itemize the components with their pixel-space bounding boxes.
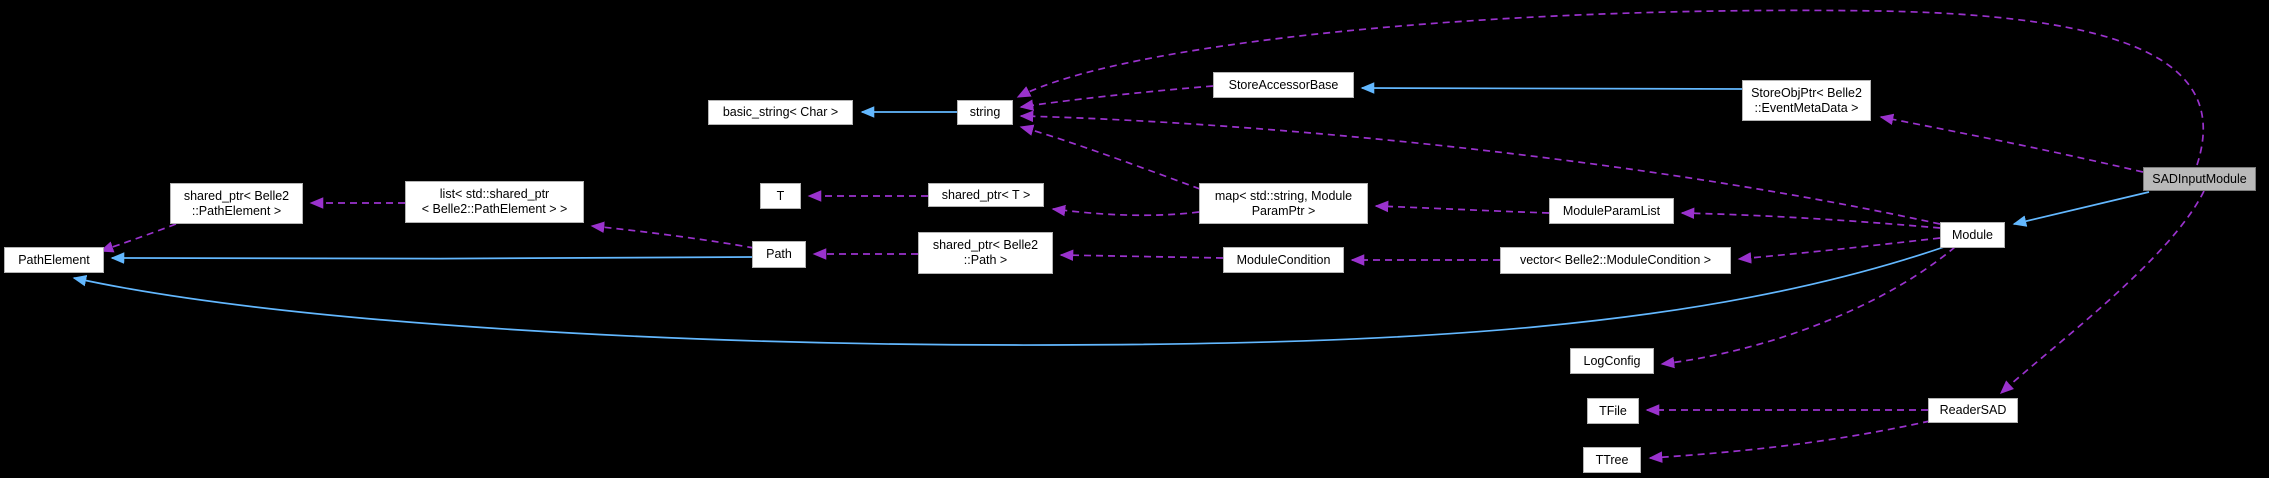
edge-sadinputmodule-storeobjptr <box>1879 113 2144 173</box>
node-string[interactable]: string <box>957 100 1013 125</box>
node-vector-modulecondition[interactable]: vector< Belle2::ModuleCondition > <box>1500 247 1731 274</box>
node-map-moduleparamptr[interactable]: map< std::string, Module ParamPtr > <box>1199 183 1368 224</box>
node-tfile[interactable]: TFile <box>1587 398 1639 424</box>
edge-sadinputmodule-string-arc <box>1016 9 2205 166</box>
node-pathelement[interactable]: PathElement <box>4 247 104 273</box>
edge-sharedptr_pathelement-pathelement <box>99 223 177 253</box>
node-basic-string[interactable]: basic_string< Char > <box>708 100 853 125</box>
edge-module-moduleparamlist <box>1680 207 1941 229</box>
node-sadinputmodule: SADInputModule <box>2143 167 2256 191</box>
node-sharedptr-t[interactable]: shared_ptr< T > <box>928 183 1044 207</box>
edge-storeaccessorbase-string <box>1019 85 1214 111</box>
edge-moduleparamlist-map_params <box>1374 200 1550 214</box>
node-ttree[interactable]: TTree <box>1583 447 1641 473</box>
node-sharedptr-pathelement[interactable]: shared_ptr< Belle2 ::PathElement > <box>170 183 303 224</box>
edge-path-pathelement <box>110 252 753 264</box>
node-storeaccessorbase[interactable]: StoreAccessorBase <box>1213 72 1354 98</box>
edge-sadinputmodule-module <box>2012 191 2150 227</box>
edge-sadinputmodule-readersad <box>1999 190 2205 394</box>
edge-module-vector <box>1737 237 1941 264</box>
edge-module-logconfig <box>1660 246 1956 369</box>
edge-modulecondition-sharedptr_path <box>1059 249 1224 262</box>
edge-readersad-ttree <box>1648 420 1931 463</box>
node-path[interactable]: Path <box>752 241 806 268</box>
edge-path-list_sharedptr <box>590 221 755 249</box>
node-logconfig[interactable]: LogConfig <box>1570 348 1654 374</box>
node-module[interactable]: Module <box>1940 222 2005 248</box>
edge-storeobjptr-storeaccessorbase <box>1360 82 1743 94</box>
node-list-sharedptr-pathelement[interactable]: list< std::shared_ptr < Belle2::PathElem… <box>405 181 584 223</box>
node-readersad[interactable]: ReaderSAD <box>1928 398 2018 423</box>
node-storeobjptr-eventmetadata[interactable]: StoreObjPtr< Belle2 ::EventMetaData > <box>1742 80 1871 121</box>
edge-map_params-sharedptr_t <box>1051 204 1200 217</box>
node-t[interactable]: T <box>760 183 801 209</box>
node-moduleparamlist[interactable]: ModuleParamList <box>1549 198 1674 224</box>
edge-module-pathelement <box>72 246 1945 346</box>
edge-map_params-string <box>1019 124 1201 190</box>
node-sharedptr-path[interactable]: shared_ptr< Belle2 ::Path > <box>918 232 1053 274</box>
edge-module-string <box>1019 110 1941 225</box>
node-modulecondition[interactable]: ModuleCondition <box>1223 247 1344 273</box>
